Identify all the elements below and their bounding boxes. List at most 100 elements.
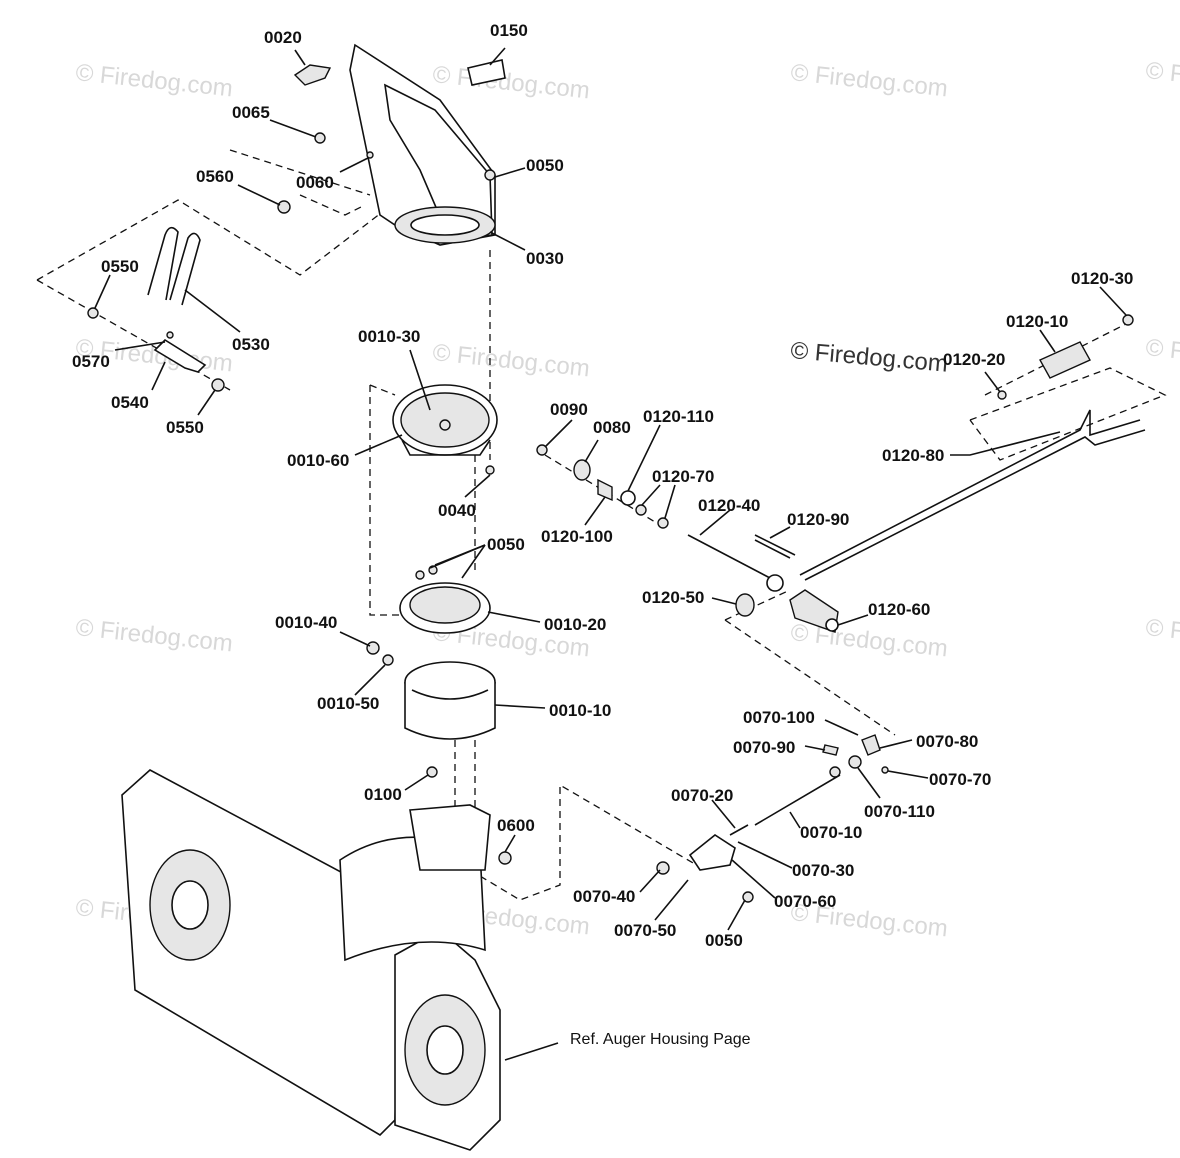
part-label-0010-30: 0010-30: [358, 327, 420, 346]
washer: [382, 654, 394, 666]
part-label-0100: 0100: [364, 785, 402, 804]
discharge-chute: [349, 43, 496, 246]
part-label-0010-60: 0010-60: [287, 451, 349, 470]
part-label-0550: 0550: [166, 418, 204, 437]
nut: [87, 307, 99, 319]
part-label-0570: 0570: [72, 352, 110, 371]
part-label-0010-40: 0010-40: [275, 613, 337, 632]
crank-rod: [804, 429, 1146, 581]
bolt: [366, 151, 374, 159]
watermark-prominent: © Firedog.com: [789, 337, 948, 378]
spring: [729, 824, 749, 836]
part-label-0070-10: 0070-10: [800, 823, 862, 842]
nut: [848, 755, 862, 769]
leader-lines: [94, 47, 1127, 1061]
washer: [997, 390, 1007, 400]
watermark: © Firedog.com: [74, 614, 234, 657]
part-label-0120-110: 0120-110: [643, 407, 714, 426]
part-label-0070-20: 0070-20: [671, 786, 733, 805]
part-label-0070-40: 0070-40: [573, 887, 635, 906]
watermark: © Firedog.com: [1144, 57, 1180, 100]
part-label-0060: 0060: [296, 173, 334, 192]
part-label-0540: 0540: [111, 393, 149, 412]
bracket: [688, 834, 736, 871]
part-label-0010-10: 0010-10: [549, 701, 611, 720]
part-label-0050: 0050: [526, 156, 564, 175]
crank-rod: [799, 409, 1141, 576]
part-labels: 0020 0150 0065 0060 0050 0560 0030 0550 …: [72, 21, 1133, 1048]
part-label-0070-100: 0070-100: [743, 708, 815, 727]
part-label-0070-110: 0070-110: [864, 802, 935, 821]
bolt: [426, 766, 438, 778]
nut: [484, 169, 496, 181]
part-label-0070-60: 0070-60: [774, 892, 836, 911]
part-label-0120-10: 0120-10: [1006, 312, 1068, 331]
part-label-0080: 0080: [593, 418, 631, 437]
part-label-0120-40: 0120-40: [698, 496, 760, 515]
watermark: © Firedog.com: [1144, 334, 1180, 377]
part-label-0560: 0560: [196, 167, 234, 186]
nut: [498, 851, 512, 865]
cable-rod: [754, 774, 841, 826]
part-label-0120-50: 0120-50: [642, 588, 704, 607]
part-label-0065: 0065: [232, 103, 270, 122]
decal: [467, 59, 506, 86]
nut: [536, 444, 548, 456]
washer: [620, 490, 636, 506]
part-label-0070-80: 0070-80: [916, 732, 978, 751]
threaded-rod: [687, 534, 771, 579]
part-label-0120-70: 0120-70: [652, 467, 714, 486]
part-label-0120-30: 0120-30: [1071, 269, 1133, 288]
part-label-0120-20: 0120-20: [943, 350, 1005, 369]
ring-gear: [404, 661, 496, 740]
deflector-handle: [147, 226, 201, 306]
pin: [822, 744, 839, 756]
ring-plate: [399, 565, 491, 634]
watermark: © Firedog.com: [431, 61, 591, 104]
part-label-0600: 0600: [497, 816, 535, 835]
part-label-0070-50: 0070-50: [614, 921, 676, 940]
washer: [314, 132, 326, 144]
part-label-0020: 0020: [264, 28, 302, 47]
part-label-0090: 0090: [550, 400, 588, 419]
part-label-0150: 0150: [490, 21, 528, 40]
watermark: © Firedog.com: [789, 619, 949, 662]
part-label-0050: 0050: [487, 535, 525, 554]
nut: [657, 517, 669, 529]
leader: [461, 544, 486, 579]
nut: [366, 641, 380, 655]
watermark: © Firedog.com: [74, 59, 234, 102]
leader: [434, 544, 486, 566]
part-label-0120-60: 0120-60: [868, 600, 930, 619]
spacer: [735, 593, 755, 617]
part-label-0010-50: 0010-50: [317, 694, 379, 713]
part-label-0530: 0530: [232, 335, 270, 354]
part-label-0120-90: 0120-90: [787, 510, 849, 529]
nut: [742, 891, 754, 903]
coupler-end: [825, 618, 839, 632]
part-label-0070-70: 0070-70: [929, 770, 991, 789]
watermark: © Firedog.com: [789, 59, 949, 102]
part-label-0120-100: 0120-100: [541, 527, 613, 546]
chute-ring: [392, 384, 498, 456]
part-label-0050: 0050: [705, 931, 743, 950]
pin: [881, 766, 889, 774]
part-label-0550: 0550: [101, 257, 139, 276]
nut: [1122, 314, 1134, 326]
assembly-lines: [36, 149, 1167, 901]
part-label-0040: 0040: [438, 501, 476, 520]
part-label-0120-80: 0120-80: [882, 446, 944, 465]
nut: [277, 200, 291, 214]
part-label-0070-90: 0070-90: [733, 738, 795, 757]
handle-grip: [1039, 341, 1091, 379]
reference-note: Ref. Auger Housing Page: [570, 1031, 751, 1048]
bushing: [597, 478, 613, 502]
part-label-0070-30: 0070-30: [792, 861, 854, 880]
part-label-0010-20: 0010-20: [544, 615, 606, 634]
swivel: [861, 734, 881, 756]
nut: [635, 504, 647, 516]
bolt: [485, 465, 495, 475]
bolt: [166, 331, 174, 339]
watermark: © Firedog.com: [1144, 614, 1180, 657]
